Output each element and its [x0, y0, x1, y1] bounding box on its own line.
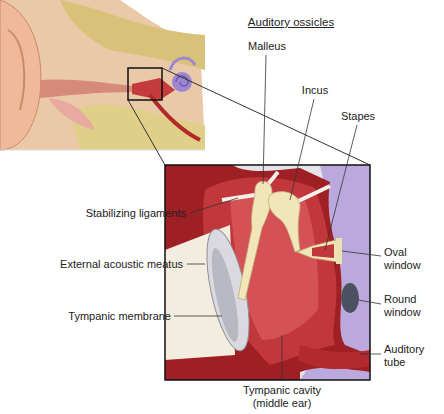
diagram-title: Auditory ossicles [236, 16, 346, 29]
part-label: Round window [384, 293, 438, 319]
part-label: Oval window [384, 246, 438, 272]
part-label: Auditory tube [384, 343, 438, 369]
part-label: Malleus [232, 40, 302, 53]
part-label: External acoustic meatus [20, 258, 183, 271]
part-label: Stapes [326, 110, 390, 123]
part-label: Stabilizing ligaments [40, 207, 186, 220]
part-label: Tympanic cavity (middle ear) [228, 384, 336, 410]
part-label: Tympanic membrane [30, 310, 171, 323]
part-label: Incus [285, 84, 345, 97]
